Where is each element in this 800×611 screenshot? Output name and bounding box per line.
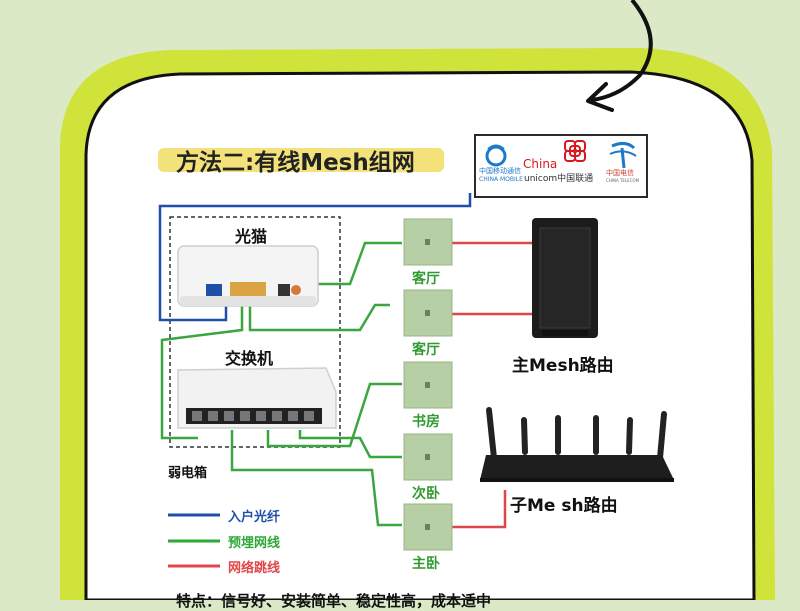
sub-router-label: 子Me sh路由 (510, 496, 618, 516)
cmcc-logo-icon (485, 144, 507, 167)
cmcc-en-text: CHINA MOBILE (479, 176, 523, 183)
modem-label: 光猫 (235, 227, 268, 246)
port-label-study: 书房 (412, 414, 440, 430)
weak-current-box (169, 216, 341, 448)
jumper-sub (452, 490, 507, 529)
modem-device (177, 245, 319, 307)
modem-switch-cable (160, 297, 244, 440)
footer-feature-text: 特点：信号好、安装简单、稳定性高，成本适中 (176, 592, 492, 610)
port-label-master-bedroom: 主卧 (412, 556, 440, 572)
legend-label-embedded: 预埋网线 (228, 536, 281, 551)
telecom-en-text: CHINA TELECOM (606, 178, 640, 183)
cable-living-2 (248, 292, 390, 332)
fiber-line (158, 193, 472, 322)
switch-label: 交换机 (225, 349, 274, 368)
legend-label-fiber: 入户光纤 (228, 510, 281, 525)
main-router-label: 主Mesh路由 (512, 356, 614, 376)
unicom-cn-text: China (523, 157, 558, 171)
sub-router-device (480, 407, 674, 482)
port-label-living-2: 客厅 (412, 342, 440, 358)
switch-device (177, 367, 337, 429)
port-label-second-bedroom: 次卧 (412, 486, 440, 502)
telecom-cn-text: 中国电信 (606, 169, 634, 177)
title-highlight (158, 148, 444, 172)
weak-current-box-label: 弱电箱 (168, 466, 208, 481)
cable-second-bedroom (298, 430, 402, 459)
legend-label-jumper: 网络跳线 (228, 561, 281, 576)
isp-logo-marks (485, 140, 637, 169)
cable-study (266, 382, 402, 448)
main-router-device (532, 218, 598, 338)
unicom-en-text: unicom中国联通 (524, 174, 594, 184)
page-title: 方法二:有线Mesh组网 (176, 150, 415, 176)
cmcc-cn-text: 中国移动通信 (479, 167, 521, 175)
port-label-living-1: 客厅 (412, 271, 440, 287)
unicom-logo-icon (564, 140, 586, 162)
cable-master-bedroom (230, 430, 402, 527)
telecom-logo-icon (609, 141, 637, 169)
